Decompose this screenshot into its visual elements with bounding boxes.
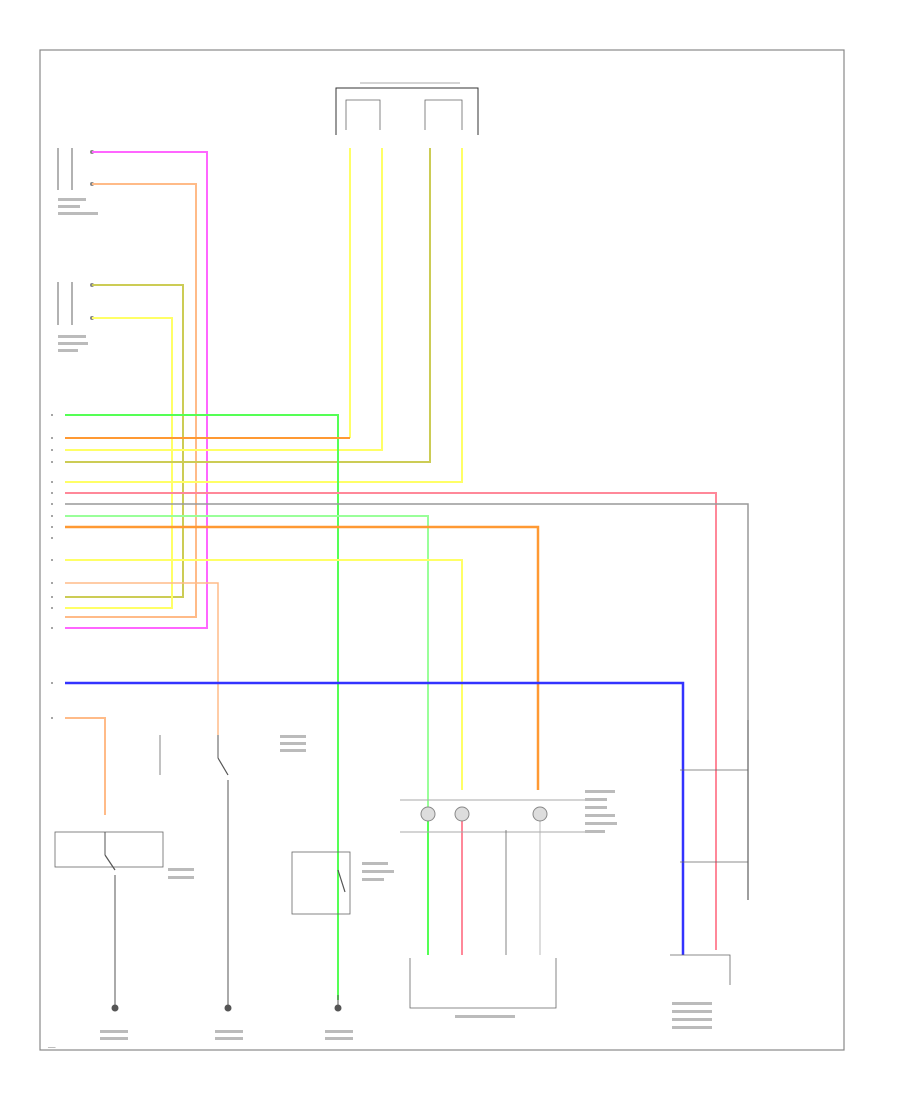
connector-pin-icon xyxy=(454,806,470,822)
diagram-border xyxy=(39,49,845,1051)
wire-light-pink xyxy=(65,492,717,950)
left-front-side-airbag xyxy=(57,282,94,325)
ground-icon xyxy=(111,995,119,1012)
switch-icon xyxy=(159,735,229,995)
left-front-pretensioner xyxy=(57,148,94,190)
left-pin-markers xyxy=(51,414,53,719)
wire-yellow-2 xyxy=(65,148,383,451)
wire-yellow-olive-3 xyxy=(65,148,431,463)
wire-tan-switch xyxy=(65,582,219,735)
seat-connector xyxy=(400,799,590,1009)
ground-icon xyxy=(334,995,342,1012)
wire-tan-bottom xyxy=(65,717,106,815)
illegible-labels xyxy=(58,198,712,1040)
wire-pink xyxy=(65,151,208,629)
wire-light-green xyxy=(65,515,429,955)
wire-green xyxy=(65,414,339,1000)
connector-pin-icon xyxy=(532,806,548,822)
wire-orange-tan xyxy=(65,183,197,618)
connector-pin-icon xyxy=(420,806,436,822)
wire-yellow-5 xyxy=(65,559,463,790)
wire-yellow-4 xyxy=(65,148,463,483)
right-switch-assembly xyxy=(670,720,749,985)
switch-icon xyxy=(54,831,164,995)
top-module-connector xyxy=(335,82,479,135)
footer-code: ___ xyxy=(47,1042,56,1048)
wire-orange-2 xyxy=(65,525,540,790)
wire-olive xyxy=(65,284,184,598)
ground-icon xyxy=(224,995,232,1012)
wire-gray xyxy=(65,503,749,900)
wire-blue xyxy=(65,681,685,955)
switch-icon xyxy=(291,851,351,915)
